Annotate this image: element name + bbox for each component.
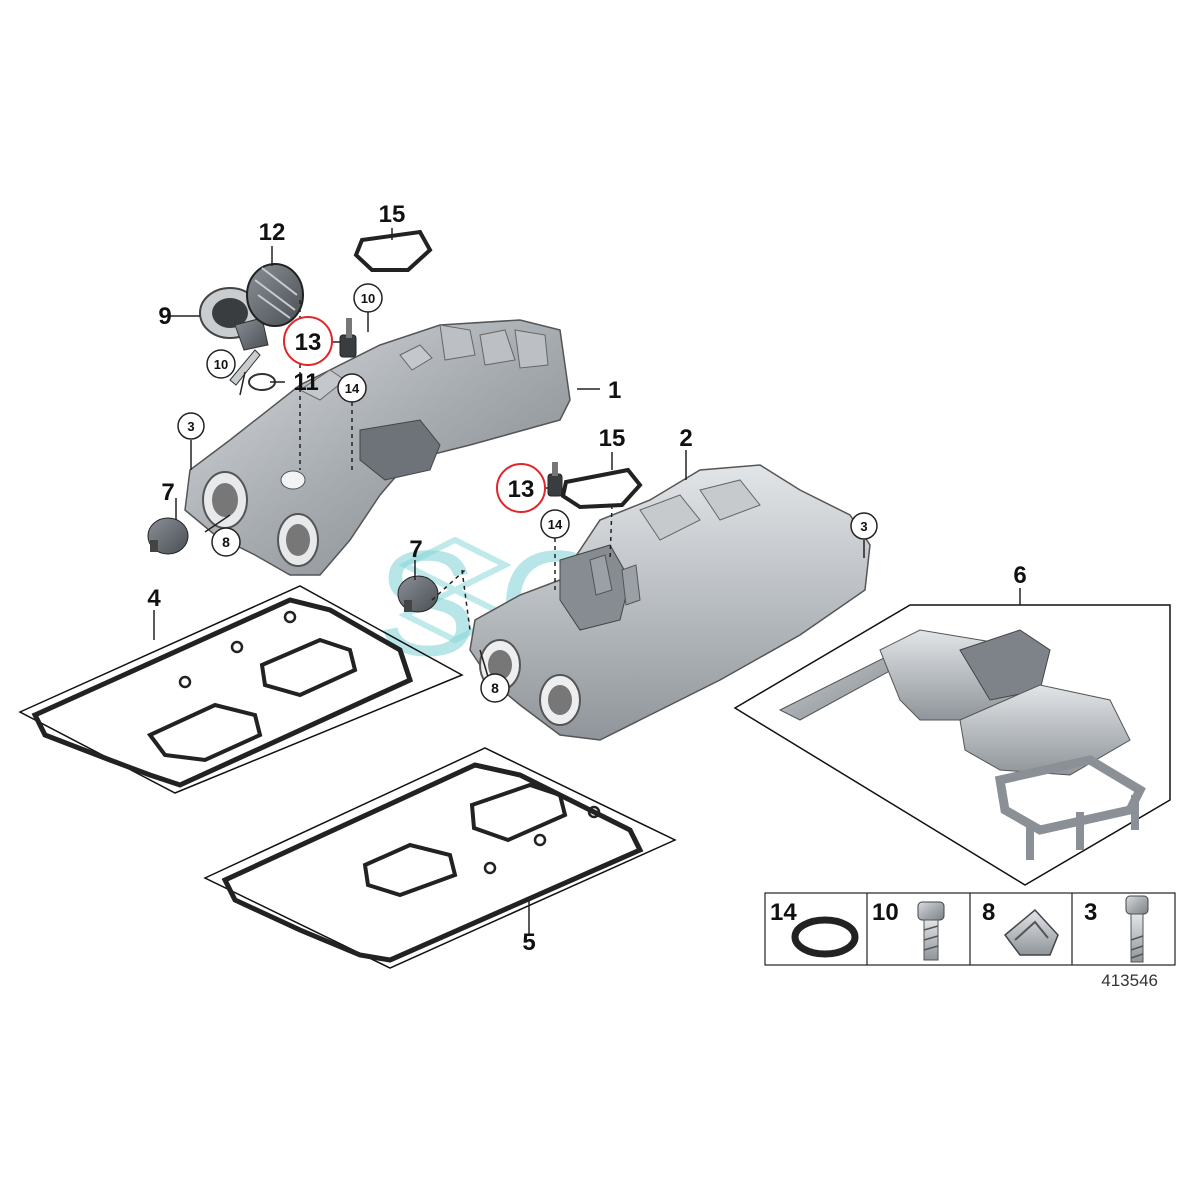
clip-icon (1003, 908, 1059, 956)
camshaft-sensor-b (547, 462, 563, 497)
callout-13a: 13 (295, 329, 322, 356)
callout-14a: 14 (345, 381, 360, 396)
callout-9: 9 (158, 303, 171, 330)
bolt-icon (917, 901, 945, 961)
oil-filler-cap (246, 263, 304, 327)
gasket-set-5 (203, 747, 677, 969)
callout-10a: 10 (361, 291, 375, 306)
callout-1: 1 (608, 377, 621, 404)
stud-bolt-icon (1125, 895, 1149, 963)
callout-11: 11 (293, 369, 318, 396)
callout-12: 12 (259, 219, 286, 246)
gasket-set-4 (18, 585, 464, 794)
diagram-number: 413546 (1101, 971, 1158, 990)
callout-8b: 8 (491, 680, 499, 696)
callout-15b: 15 (599, 425, 626, 452)
callout-6: 6 (1013, 562, 1026, 589)
callout-7a: 7 (161, 479, 174, 506)
callout-8a: 8 (222, 534, 230, 550)
callout-13b: 13 (508, 476, 535, 503)
highlighted-callouts: 13 13 (283, 316, 546, 513)
camshaft-sensor-a (339, 318, 357, 358)
cylinder-head-cover-1 (184, 319, 571, 576)
legend-num-3: 8 (982, 899, 995, 926)
vent-pipe-set-6 (733, 604, 1171, 886)
callout-15a: 15 (379, 201, 406, 228)
callouts: 1 2 4 5 6 7 7 9 11 12 15 15 (147, 201, 1026, 956)
callout-3b: 3 (860, 519, 867, 534)
callout-10b: 10 (214, 357, 228, 372)
sensor-gasket-15a (353, 229, 433, 272)
circled-callouts: 3 3 8 8 10 10 14 14 (177, 283, 878, 703)
vanos-valve-7b (397, 575, 439, 613)
callout-5: 5 (522, 929, 535, 956)
callout-4: 4 (147, 585, 161, 612)
leader-lines (153, 228, 1021, 935)
callout-7b: 7 (409, 536, 422, 563)
callout-2: 2 (679, 425, 692, 452)
callout-14b: 14 (548, 517, 563, 532)
vanos-valve-7a (147, 517, 189, 555)
o-ring-icon (791, 916, 859, 958)
legend-num-4: 3 (1084, 899, 1097, 926)
legend-num-2: 10 (872, 899, 899, 926)
bolt-10 (229, 349, 261, 386)
legend-num-1: 14 (770, 899, 797, 926)
sensor-gasket-15b (560, 467, 643, 510)
callout-3a: 3 (187, 419, 194, 434)
small-parts-legend: 14 10 8 3 (764, 892, 1176, 966)
